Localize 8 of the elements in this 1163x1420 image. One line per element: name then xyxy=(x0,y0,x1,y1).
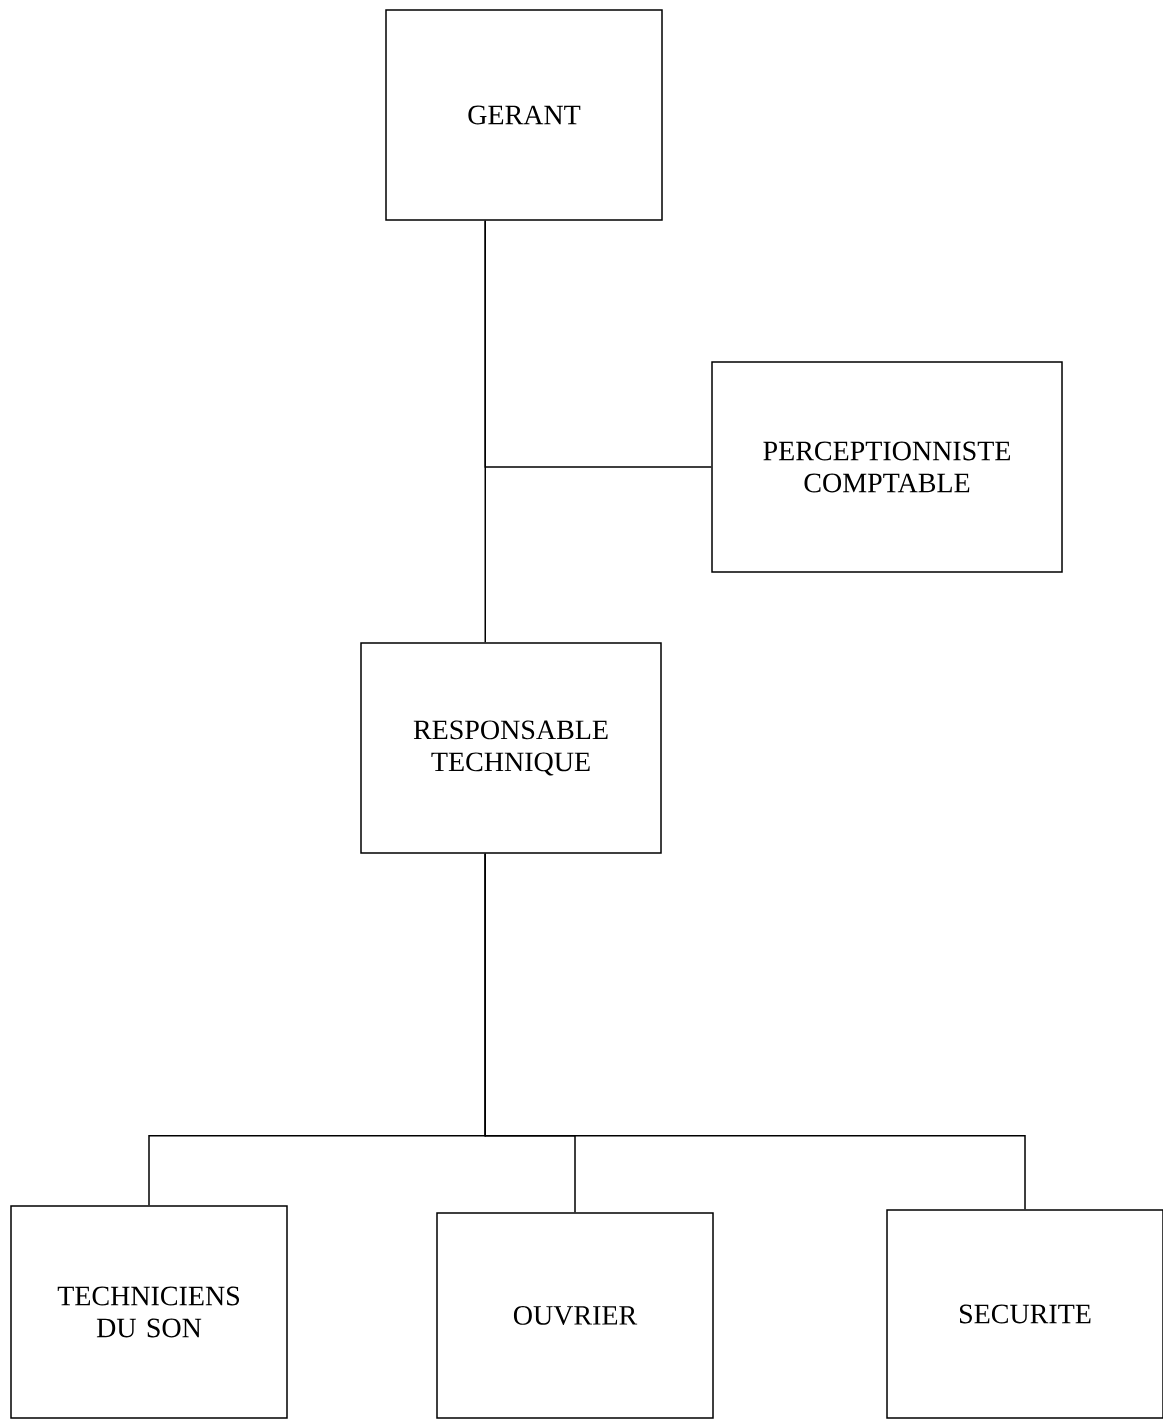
org-box: PERCEPTIONNISTE COMPTABLE xyxy=(711,361,1063,573)
connector-line xyxy=(484,220,486,643)
org-box: OUVRIER xyxy=(436,1212,714,1419)
org-box: GERANT xyxy=(385,9,663,221)
connector-line xyxy=(484,853,1026,1210)
org-box: SECURITE xyxy=(886,1209,1163,1419)
org-box: TECHNICIENS DU SON xyxy=(10,1205,288,1419)
org-box: RESPONSABLE TECHNIQUE xyxy=(360,642,662,854)
